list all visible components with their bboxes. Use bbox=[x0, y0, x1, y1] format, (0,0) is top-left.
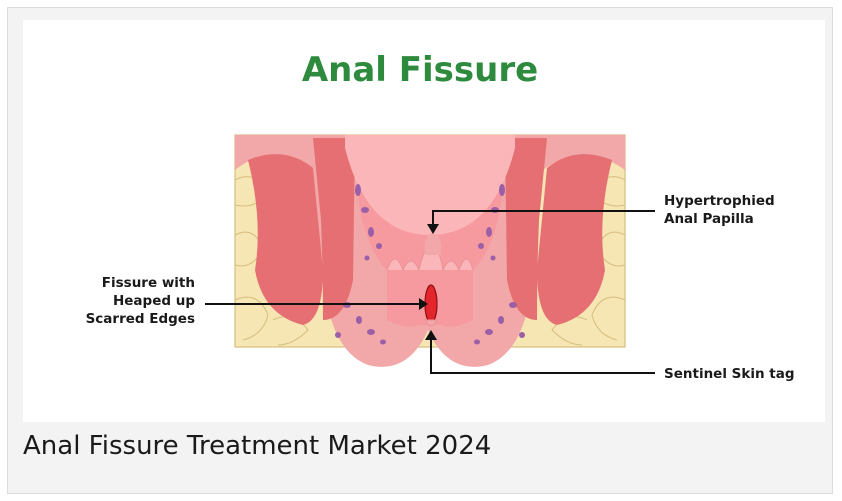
diagram-title: Anal Fissure bbox=[302, 50, 538, 90]
label-fissure-3: Scarred Edges bbox=[86, 311, 195, 327]
label-papilla-2: Anal Papilla bbox=[664, 211, 754, 227]
anal-fissure-diagram: Anal Fissure bbox=[23, 20, 825, 422]
label-fissure-1: Fissure with bbox=[102, 275, 195, 291]
image-card: Anal Fissure bbox=[7, 7, 833, 494]
label-skin-tag: Sentinel Skin tag bbox=[664, 366, 795, 382]
diagram-canvas: Anal Fissure bbox=[23, 20, 825, 422]
image-caption: Anal Fissure Treatment Market 2024 bbox=[23, 431, 491, 461]
label-fissure-2: Heaped up bbox=[113, 293, 195, 309]
label-papilla-1: Hypertrophied bbox=[664, 193, 775, 209]
